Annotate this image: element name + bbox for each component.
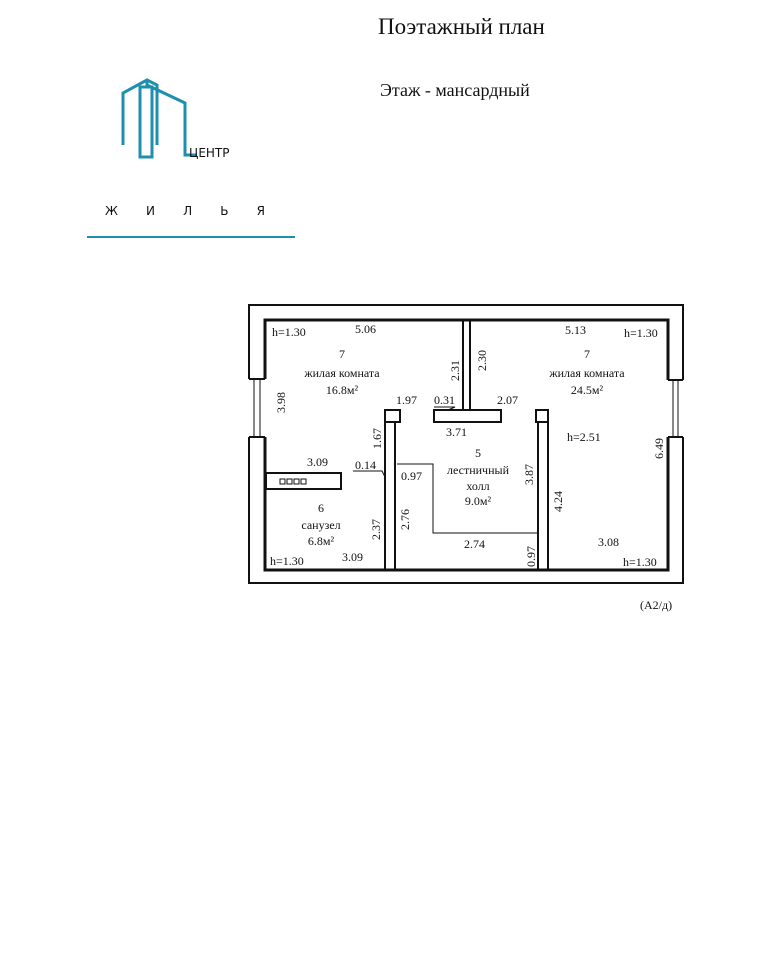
dimension: 5.06 (355, 322, 376, 336)
partition-center (462, 319, 471, 411)
column-left (384, 409, 401, 423)
room-number: 7 (339, 347, 345, 361)
room-name: жилая комната (303, 366, 380, 380)
height-label: h=1.30 (623, 555, 657, 569)
room-name: холл (466, 479, 489, 493)
dimension: 2.37 (369, 519, 383, 540)
dimension: 2.74 (464, 537, 485, 551)
height-label: h=1.30 (270, 554, 304, 568)
room-area: 9.0м² (465, 494, 492, 508)
room-name: санузел (301, 518, 340, 532)
dimension: 3.08 (598, 535, 619, 549)
inner-wall-bottom (263, 437, 670, 572)
floor-label: Этаж - мансардный (380, 80, 530, 100)
room-name: жилая комната (548, 366, 625, 380)
vent-squares (279, 478, 307, 485)
height-label: h=1.30 (272, 325, 306, 339)
room-number: 6 (318, 501, 324, 515)
dimension: 1.67 (370, 428, 384, 449)
dimension: 4.24 (551, 491, 565, 512)
room-number: 5 (475, 446, 481, 460)
partition-left (384, 421, 396, 570)
room-number: 7 (584, 347, 590, 361)
room-area: 6.8м² (308, 534, 335, 548)
outer-wall-top (248, 304, 684, 380)
leader-0.31 (434, 406, 456, 411)
dimension: 0.31 (434, 393, 455, 407)
dimension: 0.97 (401, 469, 422, 483)
window-left (249, 378, 265, 438)
height-label: h=1.30 (624, 326, 658, 340)
partition-right (537, 421, 549, 570)
window-right (668, 379, 683, 438)
dimension: 1.97 (396, 393, 417, 407)
room-area: 24.5м² (571, 383, 604, 397)
dimension: 3.71 (446, 425, 467, 439)
dimension: 2.30 (475, 350, 489, 371)
partition-beam (433, 409, 502, 423)
room-name: лестничный (447, 463, 510, 477)
dimension: 3.09 (307, 455, 328, 469)
dimension: 3.87 (522, 464, 536, 485)
outer-wall-bottom (248, 437, 684, 584)
room-area: 16.8м² (326, 383, 359, 397)
dimension: 3.98 (274, 392, 288, 413)
dimension: 5.13 (565, 323, 586, 337)
dimension: 6.49 (652, 438, 666, 459)
dimension: 2.31 (448, 360, 462, 381)
dimension: 2.07 (497, 393, 518, 407)
dimension: 0.97 (524, 546, 538, 567)
stair-outline (397, 463, 538, 534)
dimension: 0.14 (355, 458, 376, 472)
company-logo: ЦЕНТР ЖИЛЬЯ (87, 78, 295, 238)
leader-0.14 (353, 470, 386, 478)
page-title: Поэтажный план (378, 14, 545, 39)
bathroom-partition (265, 472, 342, 490)
column-right (535, 409, 549, 423)
dimension: 2.76 (398, 509, 412, 530)
logo-text-top: ЦЕНТР (189, 146, 230, 160)
height-label: h=2.51 (567, 430, 601, 444)
sheet-code: (А2/д) (640, 598, 673, 612)
dimension: 3.09 (342, 550, 363, 564)
